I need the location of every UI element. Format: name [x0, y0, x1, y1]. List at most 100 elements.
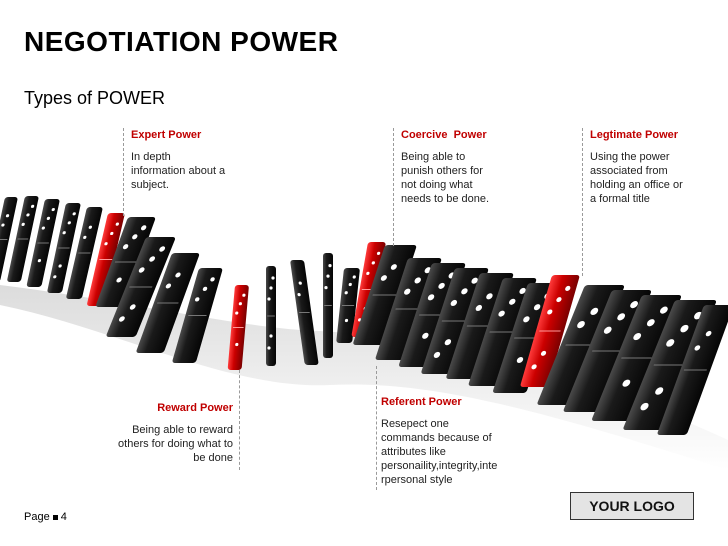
domino-pip — [159, 246, 166, 252]
page-bullet — [52, 514, 58, 520]
domino-pip — [475, 304, 483, 312]
domino-pip — [30, 204, 35, 208]
domino-pip — [577, 321, 585, 329]
domino-pip — [705, 330, 712, 337]
domino-pip — [509, 298, 516, 305]
reward-power-desc: Being able to reward others for doing wh… — [118, 424, 233, 464]
domino-pip — [531, 364, 537, 370]
domino-pip — [547, 309, 553, 315]
domino-pip — [366, 271, 370, 275]
domino-pip — [298, 281, 302, 285]
domino-pip — [67, 221, 71, 225]
domino-pip — [269, 286, 273, 290]
domino-pip — [1, 223, 5, 227]
domino-pip — [590, 307, 599, 315]
referent-power-title: Referent Power — [381, 396, 462, 408]
expert-power-desc: In depth information about a subject. — [131, 151, 226, 191]
domino-pip — [486, 293, 493, 300]
domino-pip — [165, 283, 172, 289]
domino-pip — [324, 286, 328, 290]
expert-leader-line — [123, 128, 124, 216]
domino — [375, 258, 442, 360]
domino-pip — [404, 288, 411, 295]
domino-pip — [129, 304, 136, 310]
domino-pip — [680, 324, 689, 333]
domino-pip — [297, 293, 301, 297]
domino-red — [520, 275, 580, 387]
domino — [106, 237, 176, 337]
domino-pip — [149, 256, 156, 262]
domino-pip — [344, 291, 348, 295]
domino-pip — [58, 264, 62, 268]
domino-pip — [380, 275, 387, 281]
domino-pip — [138, 267, 145, 273]
legitimate-power-title: Legtimate Power — [590, 129, 679, 141]
domino — [657, 305, 728, 435]
domino-pip — [26, 213, 30, 217]
domino — [66, 207, 103, 299]
domino — [468, 278, 537, 386]
domino — [96, 217, 156, 307]
domino-pip — [352, 275, 356, 279]
domino-pip — [390, 264, 397, 270]
domino-pip — [540, 350, 547, 356]
domino-pip — [565, 285, 571, 291]
domino-pip — [235, 342, 239, 347]
domino-pip — [21, 222, 25, 226]
legitimate-leader-line — [582, 128, 583, 276]
domino-pip — [444, 339, 452, 346]
domino-pip — [371, 261, 375, 265]
domino — [266, 266, 276, 366]
reward-power-title: Reward Power — [157, 402, 233, 414]
domino-pip — [122, 244, 129, 250]
domino-pip — [104, 242, 108, 246]
domino-pip — [194, 297, 200, 302]
coercive-power-desc: Being able to punish others for not doin… — [401, 151, 490, 205]
domino-pip — [118, 316, 125, 322]
domino-pip — [5, 214, 10, 218]
coercive-leader-line — [393, 128, 394, 246]
domino-pip — [53, 275, 57, 279]
domino-pip — [326, 274, 330, 278]
domino-pip — [556, 297, 562, 303]
domino — [290, 260, 319, 365]
domino-pip — [41, 226, 45, 230]
coercive-power-title: Coercive Power — [401, 129, 487, 141]
domino — [563, 290, 652, 412]
domino-pip — [655, 387, 664, 395]
slide-title: NEGOTIATION POWER — [24, 26, 339, 57]
domino — [47, 203, 81, 293]
referent-leader-line — [376, 366, 377, 490]
domino-pip — [267, 346, 271, 350]
domino-pip — [471, 277, 478, 284]
page-number: 4 — [60, 511, 67, 523]
domino-pip — [640, 402, 649, 411]
domino — [353, 245, 417, 345]
domino-pip — [116, 277, 122, 283]
domino — [7, 196, 39, 282]
legitimate-power-desc: Using the power associated from holding … — [590, 151, 683, 205]
domino-red — [227, 285, 249, 370]
domino-pip — [238, 302, 242, 306]
domino-pip — [498, 310, 505, 317]
page-label: Page — [24, 511, 50, 523]
domino-pip — [83, 235, 87, 239]
domino-pip — [516, 356, 524, 364]
domino-pip — [132, 234, 138, 240]
domino — [323, 253, 333, 358]
domino-pip — [202, 286, 208, 292]
page-indicator: Page 4 — [24, 511, 67, 523]
domino-pip — [523, 316, 530, 323]
domino-pip — [140, 225, 147, 231]
domino-pip — [51, 207, 55, 212]
slide-subtitle: Types of POWER — [24, 88, 166, 108]
domino-pip — [37, 259, 42, 263]
domino-pip — [646, 319, 655, 327]
domino-pip — [88, 225, 92, 229]
domino-pip — [235, 311, 239, 315]
domino-pip — [617, 313, 626, 321]
domino-pip — [433, 351, 441, 358]
referent-power-desc: Resepect one commands because of attribu… — [381, 418, 498, 486]
